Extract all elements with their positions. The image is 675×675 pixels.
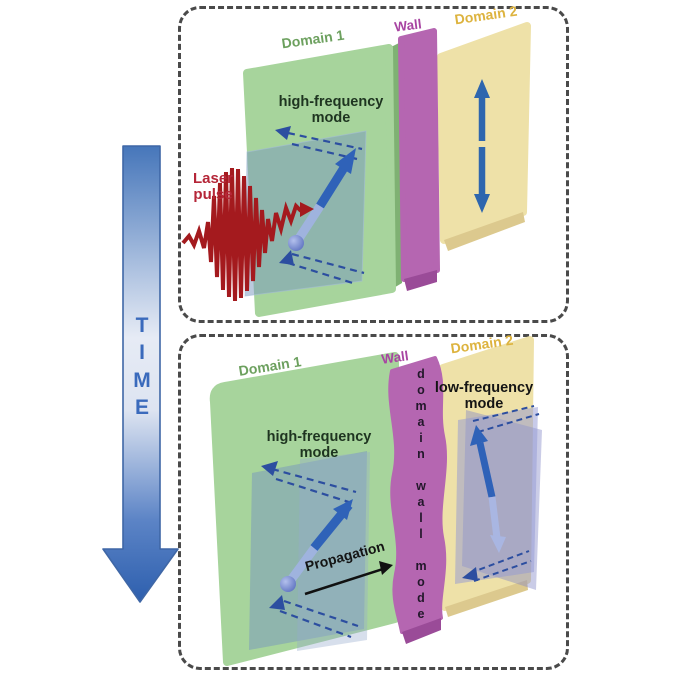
laser-pulse-label: Laser pulse bbox=[192, 170, 234, 203]
top-high-frequency-label: high-frequency mode bbox=[278, 94, 384, 127]
top-panel-frame bbox=[178, 6, 569, 323]
time-axis-label: T I M E bbox=[133, 314, 151, 419]
bottom-high-frequency-label: high-frequency mode bbox=[266, 429, 372, 462]
low-frequency-label: low-frequency mode bbox=[434, 380, 534, 413]
domain-wall-mode-label: d o m a i n w a l l m o d e bbox=[415, 367, 427, 621]
bottom-panel-frame bbox=[178, 334, 569, 670]
